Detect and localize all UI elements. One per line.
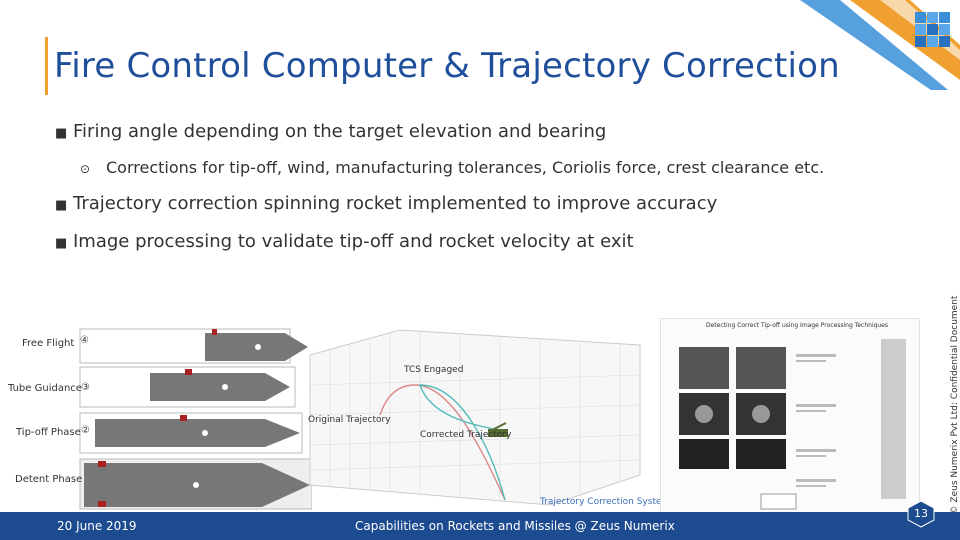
rocket-phases-diagram [0,325,313,512]
square-bullet-icon: ■ [55,236,68,251]
phase-label-tube-guidance: Tube Guidance [8,383,82,394]
rocket-phases-figure: Free Flight ④ Tube Guidance ③ Tip-off Ph… [0,325,313,512]
page-number-shield-icon [907,500,935,528]
phase-number-2: ② [81,425,90,436]
cube-logo-icon [915,12,950,47]
trajectory-diagram [309,329,641,506]
confidential-note-text: © Zeus Numerix Pvt Ltd: Confidential Doc… [950,295,960,515]
bullet-2-text: Trajectory correction spinning rocket im… [73,193,718,214]
footer-bar: 20 June 2019 Capabilities on Rockets and… [0,512,960,540]
trajectory-figure: TCS Engaged Original Trajectory Correcte… [300,325,670,512]
title-accent-bar [45,37,48,95]
tcs-engaged-label: TCS Engaged [404,365,464,375]
bullet-3: ■ Image processing to validate tip-off an… [55,231,634,252]
square-bullet-icon: ■ [55,126,68,141]
phase-label-detent: Detent Phase [15,474,83,485]
bullet-1-text: Firing angle depending on the target ele… [73,121,607,142]
footer-date: 20 June 2019 [57,519,137,533]
page-title: Fire Control Computer & Trajectory Corre… [54,46,840,86]
corner-decoration [800,0,960,90]
image-processing-thumbnails [679,339,906,510]
phase-label-tip-off: Tip-off Phase [16,427,81,438]
bullet-2: ■ Trajectory correction spinning rocket i… [55,193,717,214]
phase-number-3: ③ [81,382,90,393]
bullet-1: ■ Firing angle depending on the target el… [55,121,606,142]
page-number: 13 [914,507,928,520]
original-trajectory-label: Original Trajectory [308,415,391,425]
corrected-trajectory-label: Corrected Trajectory [420,430,512,440]
sub-bullet-1-text: Corrections for tip-off, wind, manufactu… [106,158,825,177]
sub-bullet-1: ⊙ Corrections for tip-off, wind, manufact… [80,158,824,177]
confidential-note: © Zeus Numerix Pvt Ltd: Confidential Doc… [945,296,960,520]
square-bullet-icon: ■ [55,198,68,213]
phase-number-4: ④ [80,335,89,346]
footer-center-text: Capabilities on Rockets and Missiles @ Z… [355,519,675,533]
image-processing-figure: Detecting Correct Tip-off using Image Pr… [660,318,920,514]
image-processing-heading: Detecting Correct Tip-off using Image Pr… [706,322,889,329]
target-bullet-icon: ⊙ [80,162,91,176]
phase-label-free-flight: Free Flight [22,338,75,349]
bullet-3-text: Image processing to validate tip-off and… [73,231,634,252]
trajectory-caption: Trajectory Correction System [540,497,671,507]
page-number-badge: 13 [907,500,935,528]
